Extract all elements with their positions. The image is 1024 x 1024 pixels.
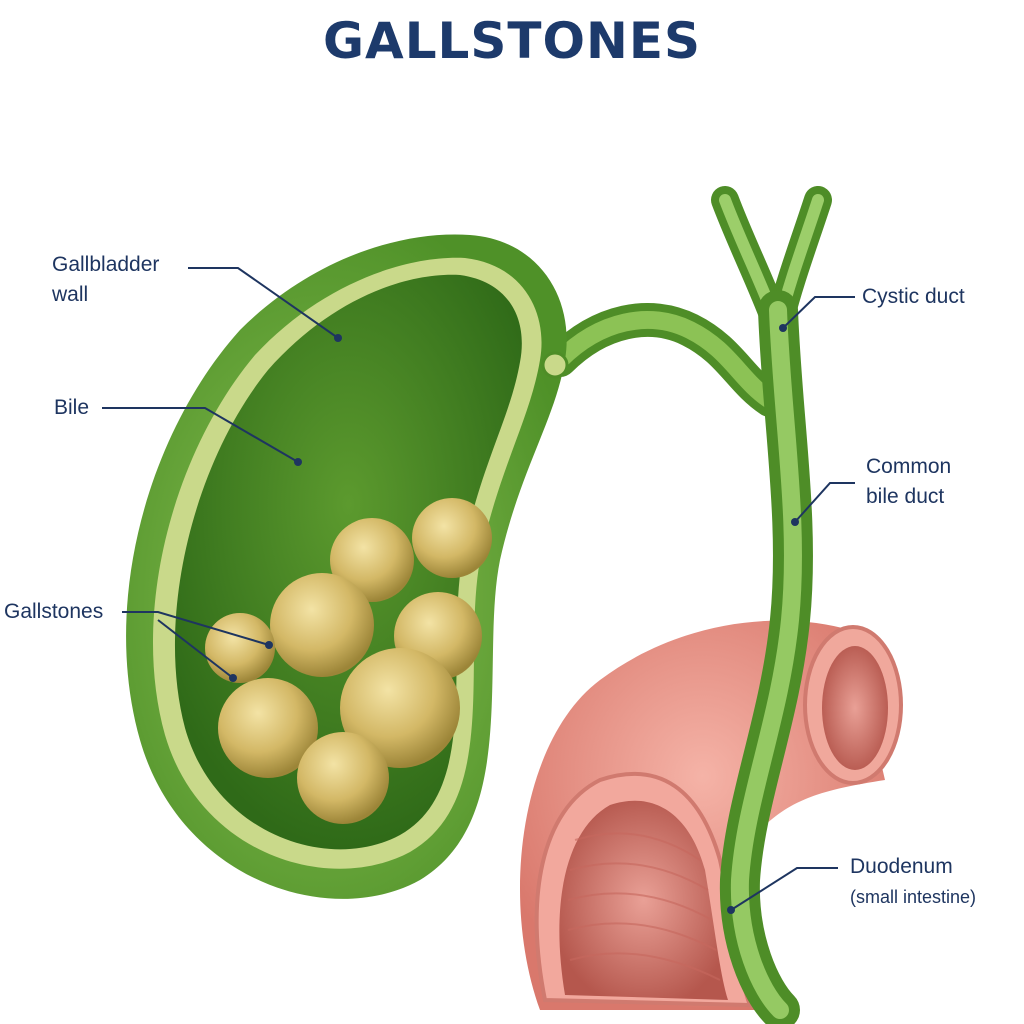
label-common-bile-duct: Common bile duct [866, 452, 951, 512]
label-duodenum-line2: (small intestine) [850, 887, 977, 907]
label-common-bile-duct-line1: Common [866, 455, 952, 478]
label-gallbladder-wall: Gallbladder wall [52, 250, 159, 310]
label-duodenum-line1: Duodenum [850, 855, 953, 878]
bile-ducts [543, 186, 832, 1024]
leader-dots [229, 324, 799, 914]
label-bile: Bile [54, 396, 90, 419]
duodenum [520, 620, 903, 1010]
label-cystic-duct: Cystic duct [862, 285, 965, 308]
label-common-bile-duct-line2: bile duct [866, 485, 945, 508]
label-gallbladder-wall-line1: Gallbladder [52, 253, 160, 276]
label-gallstones: Gallstones [4, 600, 104, 623]
gallstones [205, 498, 492, 824]
label-gallbladder-wall-line2: wall [52, 283, 89, 306]
leader-lines [102, 267, 855, 911]
label-duodenum: Duodenum (small intestine) [850, 852, 976, 912]
page-title: GALLSTONES [322, 12, 702, 70]
